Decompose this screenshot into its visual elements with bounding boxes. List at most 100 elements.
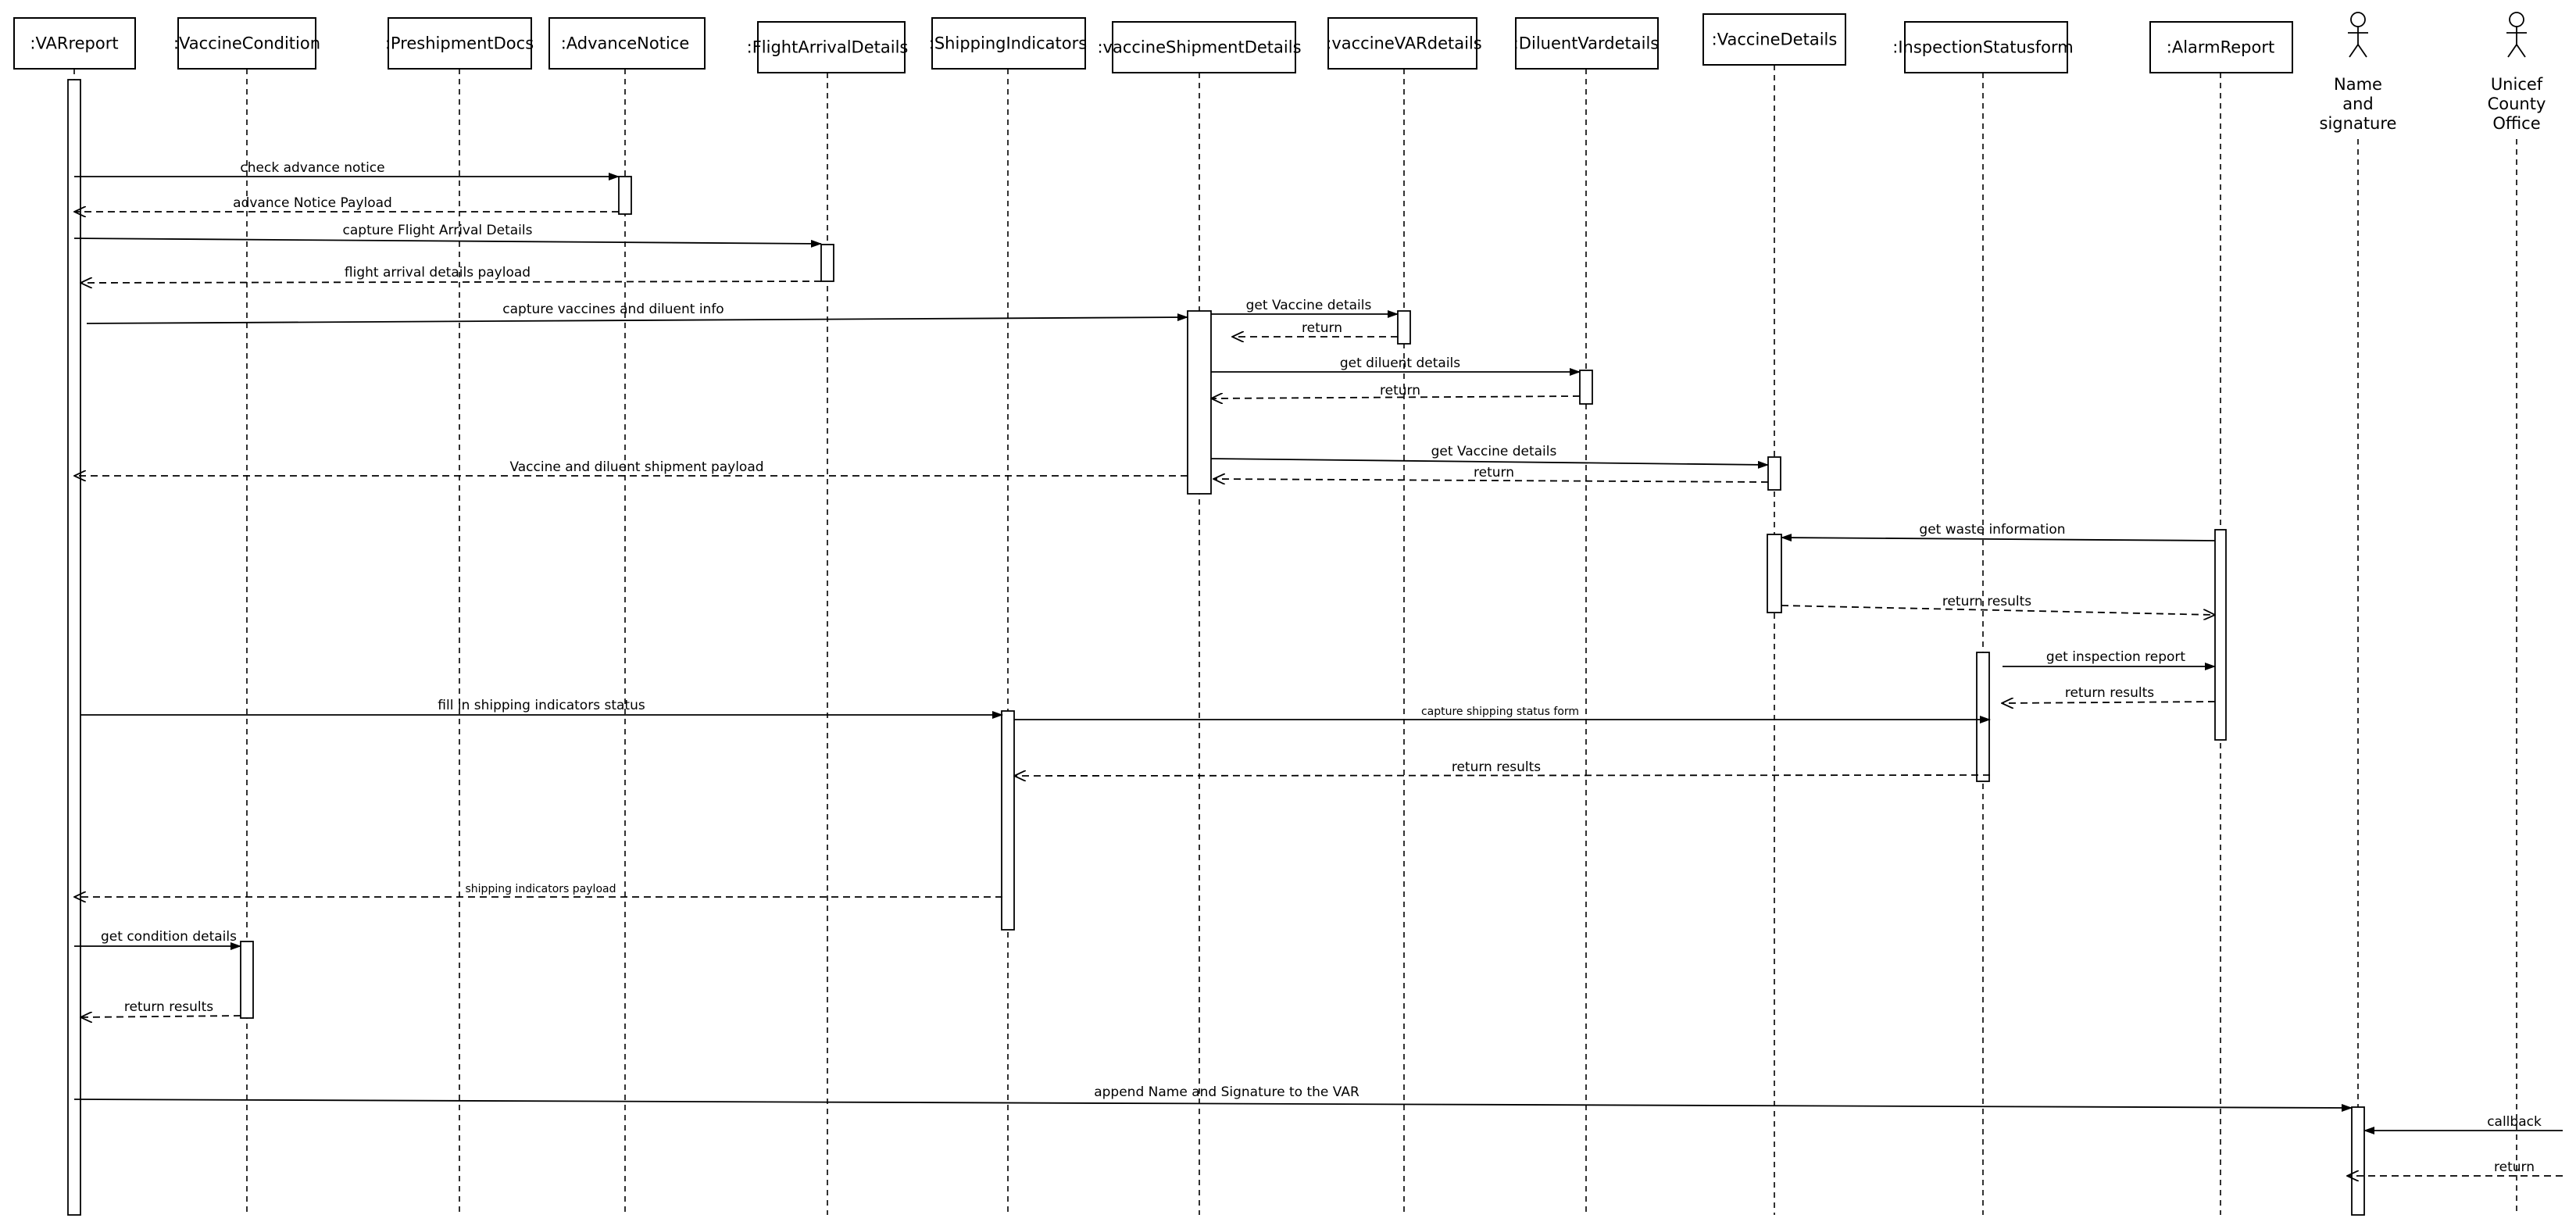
message-label: return results: [124, 999, 213, 1015]
participant-varreport: :VARreport: [13, 17, 136, 70]
message-label: return: [1380, 383, 1420, 398]
participant-box: [2149, 21, 2293, 73]
participant-box: [931, 17, 1086, 70]
participant-vaccinedetails: :VaccineDetails: [1702, 13, 1846, 66]
message-m16: return results: [2002, 685, 2216, 703]
return-arrow: [2002, 702, 2216, 703]
actor-figure-icon: [2348, 12, 2368, 58]
participant-label: :PreshipmentDocs: [385, 34, 534, 53]
participant-box: [548, 17, 706, 70]
participant-box: [177, 17, 316, 70]
participant-label: :AlarmReport: [2167, 38, 2274, 57]
message-m10: get Vaccine details: [1210, 444, 1769, 469]
participant-flightarrivaldetails: :FlightArrivalDetails: [747, 21, 909, 73]
message-label: return results: [1452, 759, 1541, 775]
activation-bar-shippingindicators: [1001, 710, 1015, 931]
message-label: check advance notice: [240, 160, 384, 176]
participant-box: [1112, 21, 1296, 73]
activation-bar-vaccinedetails: [1767, 534, 1782, 613]
message-m22: return results: [80, 999, 241, 1017]
participant-box: [1702, 13, 1846, 66]
participant-box: [757, 21, 906, 73]
return-arrow: [80, 281, 822, 283]
message-m6: get Vaccine details: [1211, 298, 1399, 318]
message-m17: fill in shipping indicators status: [80, 698, 1003, 719]
return-arrow: [1213, 479, 1769, 482]
message-m11: return: [1213, 465, 1769, 482]
message-m18: capture shipping status form: [1014, 706, 1991, 723]
message-label: return: [1474, 465, 1514, 481]
activation-bar-flightarrivaldetails: [820, 244, 834, 282]
participant-label: :VaccineCondition: [173, 34, 320, 53]
participant-label: :VaccineDetails: [1712, 30, 1838, 49]
actor-label-line: signature: [2320, 114, 2397, 133]
message-label: capture Flight Arrival Details: [343, 223, 533, 238]
participant-advancenotice: :AdvanceNotice: [548, 17, 706, 70]
message-label: capture vaccines and diluent info: [502, 302, 723, 317]
participant-label: :DiluentVardetails: [1513, 34, 1660, 53]
message-label: flight arrival details payload: [345, 265, 531, 280]
message-m13: get waste information: [1781, 522, 2216, 542]
participant-box: [1515, 17, 1659, 70]
message-label: get condition details: [101, 929, 237, 945]
message-label: get Vaccine details: [1246, 298, 1372, 313]
activation-bar-advancenotice: [618, 176, 632, 215]
message-label: return: [2494, 1159, 2535, 1175]
participant-vaccinevardetails: :vaccineVARdetails: [1326, 17, 1482, 70]
participant-inspectionstatusform: :InspectionStatusform: [1892, 21, 2074, 73]
actor-label-line: Unicef: [2491, 75, 2543, 94]
message-label: get inspection report: [2046, 649, 2185, 665]
activation-bar-vaccineshipmentdetails: [1187, 310, 1212, 495]
participant-box: [1904, 21, 2068, 73]
message-m2: advance Notice Payload: [74, 195, 619, 212]
activation-bar-inspectionstatusform: [1976, 652, 1990, 782]
participant-box: [1327, 17, 1477, 70]
message-m9: return: [1211, 383, 1581, 398]
participant-label: :vaccineShipmentDetails: [1097, 38, 1301, 57]
actor-label-line: County: [2488, 95, 2546, 113]
participant-vaccineshipmentdetails: :vaccineShipmentDetails: [1097, 21, 1302, 73]
participant-box: [13, 17, 136, 70]
message-label: Vaccine and diluent shipment payload: [509, 459, 763, 475]
message-m5: capture vaccines and diluent info: [86, 302, 1188, 324]
message-m20: shipping indicators payload: [74, 883, 1002, 897]
message-label: get waste information: [1919, 522, 2065, 538]
message-m23: append Name and Signature to the VAR: [73, 1084, 2353, 1112]
message-m19: return results: [1014, 759, 1991, 776]
message-label: advance Notice Payload: [233, 195, 392, 211]
activation-bar-alarmreport: [2214, 529, 2227, 741]
message-m1: check advance notice: [74, 160, 620, 180]
participant-box: [388, 17, 532, 70]
participant-alarmreport: :AlarmReport: [2149, 21, 2293, 73]
message-m24: callback: [2363, 1114, 2563, 1134]
participant-shippingindicators: :ShippingIndicators: [929, 17, 1087, 70]
actor-label-line: Name: [2334, 75, 2382, 94]
message-label: fill in shipping indicators status: [438, 698, 645, 713]
message-arrow: [1781, 534, 2216, 542]
participant-label: :ShippingIndicators: [929, 34, 1087, 53]
message-arrow: [73, 238, 822, 248]
message-m25: return: [2347, 1159, 2563, 1176]
message-label: return: [1302, 320, 1342, 336]
message-arrow: [1210, 458, 1769, 469]
activation-bar-namesignature: [2351, 1106, 2365, 1216]
message-label: callback: [2487, 1114, 2542, 1130]
participant-diluentvardetails: :DiluentVardetails: [1513, 17, 1660, 70]
message-label: return results: [1942, 594, 2031, 609]
actor-label-line: Office: [2492, 114, 2540, 133]
return-arrow: [80, 1016, 241, 1017]
message-m4: flight arrival details payload: [80, 265, 822, 283]
participant-label: :FlightArrivalDetails: [747, 38, 909, 57]
return-arrow: [1211, 396, 1581, 398]
message-label: capture shipping status form: [1421, 706, 1579, 718]
participant-preshipmentdocs: :PreshipmentDocs: [385, 17, 534, 70]
participant-label: :VARreport: [30, 34, 118, 53]
return-arrow: [1781, 605, 2215, 615]
participant-label: :vaccineVARdetails: [1326, 34, 1481, 53]
return-arrow: [1014, 775, 1991, 776]
participant-label: :InspectionStatusform: [1892, 38, 2073, 57]
activation-bar-vaccinecondition: [240, 941, 254, 1019]
message-m21: get condition details: [74, 929, 241, 950]
